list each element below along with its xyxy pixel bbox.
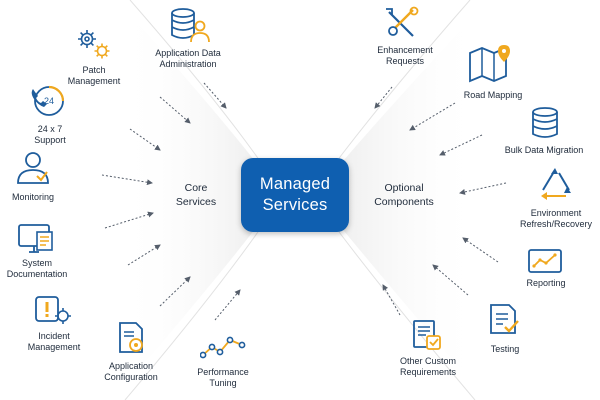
core-line-2: Services	[175, 196, 217, 208]
road-line-1: Road Mapping	[463, 90, 523, 100]
perf-line-2: Tuning	[209, 378, 237, 388]
arrow-enh	[374, 86, 393, 109]
enhancement-requests-label: Enhancement Requests	[377, 45, 433, 67]
enh-line-1: Enhancement	[377, 45, 433, 55]
env-line-1: Environment	[530, 208, 582, 218]
support-badge-text: 24	[44, 96, 54, 106]
arrow-perf	[214, 289, 241, 321]
other-line-2: Requirements	[399, 367, 457, 377]
support-line-2: Support	[34, 135, 66, 145]
arrow-sysdoc	[104, 211, 154, 229]
performance-tuning-label: Performance Tuning	[197, 367, 249, 389]
reporting-label: Reporting	[526, 278, 565, 289]
system-documentation-icon	[18, 224, 53, 253]
bulk-data-database-icon	[532, 107, 558, 138]
arrow-reporting	[462, 237, 499, 263]
arrow-road	[409, 102, 456, 131]
application-configuration-label: Application Configuration	[104, 361, 158, 383]
bulk-line-1: Bulk Data Migration	[504, 145, 584, 155]
appconfig-line-1: Application	[108, 361, 154, 371]
appdata-line-1: Application Data	[155, 48, 221, 58]
arrow-patch	[159, 96, 191, 124]
left-funnel-shading	[120, 20, 280, 392]
environment-refresh-recovery-label: Environment Refresh/Recovery	[520, 208, 592, 230]
managed-services-hub: Managed Services	[241, 158, 349, 232]
testing-label: Testing	[491, 344, 520, 355]
arrow-appconfig	[159, 276, 191, 307]
incident-management-icon	[35, 296, 71, 324]
patch-management-label: Patch Management	[68, 65, 121, 87]
enhancement-tools-icon	[386, 6, 419, 37]
application-configuration-icon	[119, 322, 143, 353]
reporting-line-1: Reporting	[526, 278, 566, 288]
monitoring-label: Monitoring	[12, 192, 54, 203]
sysdoc-line-1: System	[21, 258, 53, 268]
other-line-1: Other Custom	[399, 356, 457, 366]
road-map-icon	[469, 45, 510, 83]
24x7-phone-icon: 24	[31, 85, 65, 116]
incident-management-label: Incident Management	[28, 331, 81, 353]
incident-line-1: Incident	[38, 331, 70, 341]
application-data-database-icon	[171, 8, 210, 43]
hub-line-1: Managed	[259, 175, 331, 193]
bulk-data-migration-label: Bulk Data Migration	[505, 145, 584, 156]
core-services-label: Core Services	[176, 181, 216, 209]
hub-line-2: Services	[262, 196, 328, 214]
optional-components-label: Optional Components	[374, 181, 434, 209]
patch-line-1: Patch	[82, 65, 106, 75]
support-label: 24 x 7 Support	[34, 124, 66, 146]
env-line-2: Refresh/Recovery	[519, 219, 593, 229]
patch-line-2: Management	[67, 76, 121, 86]
testing-checklist-icon	[490, 304, 519, 334]
support-line-1: 24 x 7	[37, 124, 63, 134]
performance-tuning-icon	[200, 336, 246, 359]
system-documentation-label: System Documentation	[7, 258, 68, 280]
application-data-administration-label: Application Data Administration	[155, 48, 221, 70]
testing-line-1: Testing	[490, 344, 520, 354]
arrow-monitoring	[101, 174, 153, 186]
arrow-appdata	[203, 82, 227, 109]
appconfig-line-2: Configuration	[104, 372, 158, 382]
core-line-1: Core	[184, 182, 208, 194]
enh-line-2: Requests	[385, 56, 425, 66]
perf-line-1: Performance	[197, 367, 249, 377]
incident-line-2: Management	[27, 342, 81, 352]
environment-refresh-icon	[541, 168, 571, 200]
arrow-other	[382, 284, 401, 316]
optional-line-1: Optional	[384, 182, 424, 194]
sysdoc-line-2: Documentation	[6, 269, 68, 279]
monitoring-line-1: Monitoring	[11, 192, 55, 202]
reporting-chart-icon	[528, 249, 562, 273]
custom-requirements-icon	[413, 320, 441, 350]
monitoring-user-icon	[17, 152, 49, 184]
gears-icon	[78, 30, 110, 59]
right-funnel-shading	[315, 20, 480, 392]
optional-line-2: Components	[374, 196, 434, 208]
road-mapping-label: Road Mapping	[464, 90, 523, 101]
appdata-line-2: Administration	[159, 59, 217, 69]
other-custom-requirements-label: Other Custom Requirements	[400, 356, 456, 378]
